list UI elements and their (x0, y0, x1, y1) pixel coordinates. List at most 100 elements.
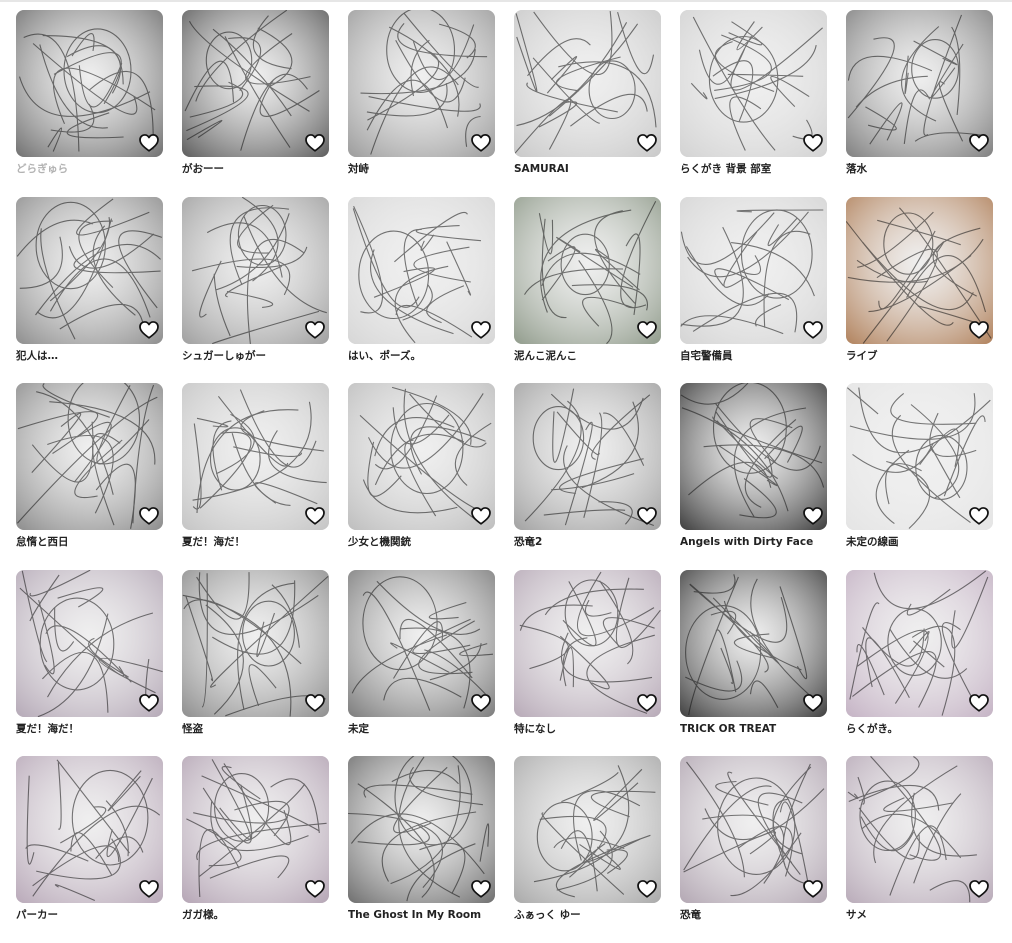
illustration-thumbnail[interactable] (680, 196, 827, 344)
illustration-card[interactable]: 夏だ！海だ！ (16, 569, 163, 757)
like-button[interactable] (138, 878, 160, 900)
illustration-title[interactable]: TRICK OR TREAT (680, 722, 777, 735)
illustration-card[interactable]: TRICK OR TREAT (680, 569, 827, 757)
illustration-title[interactable]: 未定の線画 (846, 536, 899, 548)
illustration-thumbnail[interactable] (348, 10, 495, 157)
illustration-title[interactable]: 未定 (348, 722, 369, 735)
illustration-thumbnail[interactable] (348, 569, 495, 717)
illustration-thumbnail[interactable] (846, 196, 993, 344)
illustration-title[interactable]: 落水 (846, 163, 867, 175)
illustration-title[interactable]: どらぎゅら (16, 163, 69, 175)
like-button[interactable] (138, 319, 160, 341)
illustration-card[interactable]: 対峙 (348, 10, 495, 197)
illustration-title[interactable]: らくがき。 (846, 722, 898, 735)
illustration-thumbnail[interactable] (514, 569, 661, 717)
illustration-card[interactable]: パーカー (16, 756, 163, 943)
illustration-title[interactable]: 夏だ！海だ！ (182, 536, 245, 548)
like-button[interactable] (470, 132, 492, 154)
illustration-title[interactable]: 夏だ！海だ！ (16, 722, 79, 735)
illustration-card[interactable]: 特になし (514, 569, 661, 757)
illustration-title[interactable]: 泥んこ泥んこ (514, 349, 577, 362)
like-button[interactable] (636, 319, 658, 341)
illustration-card[interactable]: らくがき。 (846, 569, 993, 757)
illustration-card[interactable]: SAMURAI (514, 10, 661, 197)
illustration-thumbnail[interactable] (16, 10, 163, 157)
like-button[interactable] (138, 505, 160, 527)
illustration-title[interactable]: シュガーしゅがー (182, 349, 266, 362)
illustration-title[interactable]: Angels with Dirty Face (680, 536, 814, 548)
illustration-thumbnail[interactable] (680, 10, 827, 157)
illustration-thumbnail[interactable] (182, 383, 329, 530)
illustration-thumbnail[interactable] (846, 569, 993, 717)
illustration-card[interactable]: どらぎゅら (16, 10, 163, 197)
illustration-card[interactable]: 犯人は… (16, 196, 163, 384)
illustration-thumbnail[interactable] (680, 756, 827, 903)
illustration-card[interactable]: がおーー (182, 10, 329, 197)
illustration-card[interactable]: 少女と機関銃 (348, 383, 495, 570)
like-button[interactable] (138, 692, 160, 714)
illustration-title[interactable]: ガガ様。 (182, 909, 224, 921)
illustration-title[interactable]: サメ (846, 909, 867, 921)
illustration-title[interactable]: 特になし (514, 722, 556, 735)
illustration-title[interactable]: ふぁっく ゆー (514, 909, 581, 921)
illustration-title[interactable]: SAMURAI (514, 163, 569, 175)
like-button[interactable] (636, 505, 658, 527)
like-button[interactable] (802, 319, 824, 341)
illustration-title[interactable]: 対峙 (348, 163, 369, 175)
illustration-card[interactable]: The Ghost In My Room (348, 756, 495, 943)
illustration-title[interactable]: ライブ (846, 349, 878, 362)
illustration-thumbnail[interactable] (846, 10, 993, 157)
like-button[interactable] (968, 692, 990, 714)
illustration-card[interactable]: 未定 (348, 569, 495, 757)
illustration-card[interactable]: 自宅警備員 (680, 196, 827, 384)
illustration-title[interactable]: らくがき 背景 部室 (680, 163, 772, 175)
illustration-thumbnail[interactable] (16, 569, 163, 717)
like-button[interactable] (802, 132, 824, 154)
illustration-title[interactable]: がおーー (182, 163, 224, 175)
illustration-thumbnail[interactable] (182, 196, 329, 344)
illustration-thumbnail[interactable] (182, 756, 329, 903)
illustration-card[interactable]: 未定の線画 (846, 383, 993, 570)
illustration-card[interactable]: シュガーしゅがー (182, 196, 329, 384)
illustration-thumbnail[interactable] (514, 196, 661, 344)
like-button[interactable] (968, 505, 990, 527)
illustration-thumbnail[interactable] (680, 569, 827, 717)
illustration-card[interactable]: ふぁっく ゆー (514, 756, 661, 943)
illustration-card[interactable]: 夏だ！海だ！ (182, 383, 329, 570)
like-button[interactable] (636, 878, 658, 900)
like-button[interactable] (968, 132, 990, 154)
like-button[interactable] (802, 505, 824, 527)
illustration-thumbnail[interactable] (182, 569, 329, 717)
illustration-card[interactable]: 落水 (846, 10, 993, 197)
like-button[interactable] (968, 878, 990, 900)
like-button[interactable] (304, 692, 326, 714)
like-button[interactable] (636, 132, 658, 154)
illustration-thumbnail[interactable] (514, 10, 661, 157)
illustration-card[interactable]: Angels with Dirty Face (680, 383, 827, 570)
illustration-title[interactable]: 怪盗 (182, 722, 203, 735)
like-button[interactable] (802, 878, 824, 900)
like-button[interactable] (304, 505, 326, 527)
like-button[interactable] (304, 878, 326, 900)
illustration-title[interactable]: はい、ポーズ。 (348, 349, 421, 362)
illustration-card[interactable]: 恐竜2 (514, 383, 661, 570)
like-button[interactable] (968, 319, 990, 341)
illustration-card[interactable]: 泥んこ泥んこ (514, 196, 661, 384)
illustration-card[interactable]: ライブ (846, 196, 993, 384)
illustration-thumbnail[interactable] (16, 383, 163, 530)
like-button[interactable] (470, 692, 492, 714)
like-button[interactable] (470, 319, 492, 341)
illustration-thumbnail[interactable] (348, 196, 495, 344)
illustration-card[interactable]: はい、ポーズ。 (348, 196, 495, 384)
illustration-thumbnail[interactable] (348, 383, 495, 530)
like-button[interactable] (636, 692, 658, 714)
illustration-title[interactable]: 少女と機関銃 (348, 536, 411, 548)
illustration-card[interactable]: サメ (846, 756, 993, 943)
illustration-thumbnail[interactable] (348, 756, 495, 903)
illustration-thumbnail[interactable] (16, 756, 163, 903)
illustration-title[interactable]: パーカー (16, 909, 58, 921)
illustration-card[interactable]: 怪盗 (182, 569, 329, 757)
illustration-card[interactable]: ガガ様。 (182, 756, 329, 943)
illustration-title[interactable]: 怠惰と西日 (16, 536, 69, 548)
illustration-card[interactable]: 怠惰と西日 (16, 383, 163, 570)
